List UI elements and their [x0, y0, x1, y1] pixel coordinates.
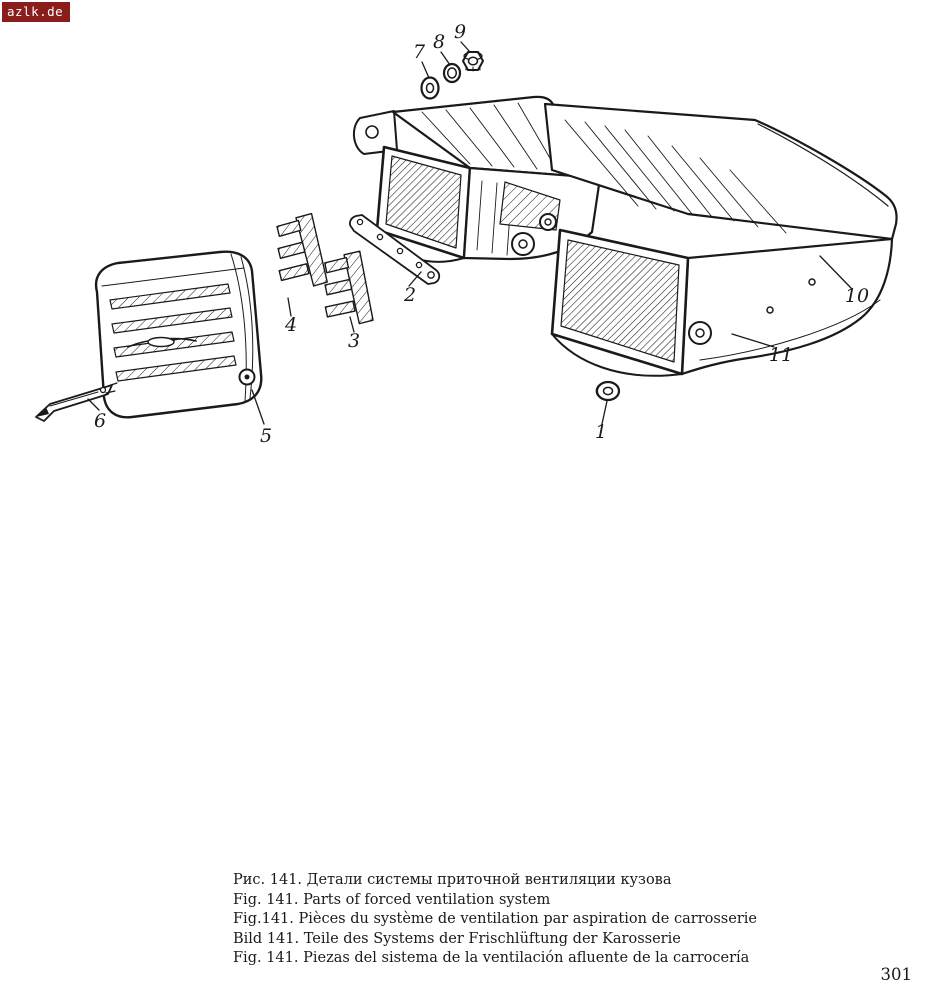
page-number: 301 [880, 965, 913, 984]
caption-line-spanish: Fig. 141. Piezas del sistema de la venti… [233, 950, 750, 966]
control-lever [35, 382, 118, 422]
bracket-4 [276, 212, 328, 287]
caption-line-english: Fig. 141. Parts of forced ventilation sy… [233, 891, 551, 908]
spring-washer-8 [442, 62, 462, 84]
washer-7 [420, 76, 440, 100]
caption-line-french: Fig.141. Pièces du système de ventilatio… [233, 911, 757, 927]
air-grille [94, 250, 263, 419]
caption-line-german: Bild 141. Teile des Systems der Frischlü… [233, 930, 681, 947]
part-label-4: 4 [284, 314, 297, 336]
part-label-1: 1 [595, 421, 607, 443]
part-label-8: 8 [433, 31, 445, 53]
duct-housing-right [543, 102, 898, 377]
part-label-6: 6 [94, 410, 106, 432]
part-label-9: 9 [454, 21, 466, 43]
part-label-10: 10 [845, 285, 869, 307]
nut-9 [462, 51, 484, 72]
part-label-11: 11 [769, 344, 793, 366]
part-label-5: 5 [260, 425, 272, 447]
exploded-view-drawing: 7 8 9 2 4 3 5 6 1 10 11 [35, 21, 898, 447]
part-label-7: 7 [413, 41, 426, 63]
connecting-strip [349, 214, 441, 285]
part-label-3: 3 [348, 330, 360, 352]
leader-lines [87, 41, 852, 425]
grommet-1 [595, 380, 621, 402]
bracket-3 [324, 250, 374, 325]
watermark-badge: azlk.de [2, 2, 71, 22]
part-label-2: 2 [403, 284, 416, 306]
part-labels: 7 8 9 2 4 3 5 6 1 10 11 [94, 21, 869, 447]
figure-captions: Рис. 141. Детали системы приточной венти… [233, 871, 757, 969]
caption-line-russian: Рис. 141. Детали системы приточной венти… [233, 872, 672, 888]
